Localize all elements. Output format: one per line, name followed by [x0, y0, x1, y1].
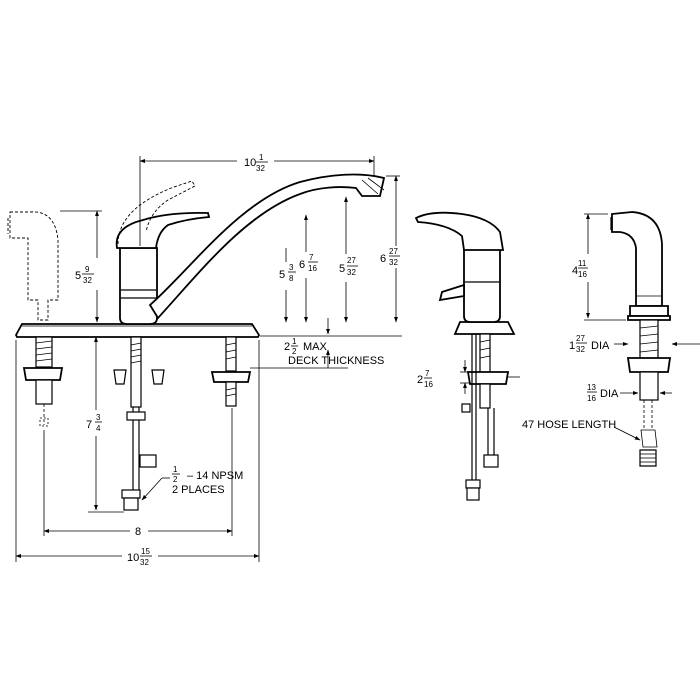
deck-thickness-label: DECK THICKNESS	[288, 355, 384, 367]
body-height-den: 8	[289, 274, 294, 283]
deck-plate	[14, 323, 261, 338]
sprayer-dia-whole: 1	[569, 340, 575, 352]
handle	[115, 211, 211, 249]
spout-height-whole: 6	[380, 253, 386, 265]
handle-height-num: 7	[309, 253, 314, 262]
spacer-nut-left	[113, 369, 127, 385]
sprayer-outline	[9, 211, 59, 321]
body-height-whole: 5	[279, 269, 285, 281]
sprayer-side-height-whole: 4	[572, 265, 578, 277]
spacing-label: 8	[135, 526, 141, 538]
deck-max-den: 2	[292, 347, 297, 356]
side-body	[463, 239, 501, 323]
sprayer-height-den: 32	[83, 276, 92, 285]
spout-clearance-whole: 5	[339, 263, 345, 275]
overall-width-whole: 10	[127, 552, 139, 564]
side-base-num: 7	[425, 369, 430, 378]
side-view: 2 7 16	[414, 211, 520, 501]
npsm-den: 2	[173, 475, 178, 484]
sprayer-dia-den: 32	[576, 345, 585, 354]
sprayer-view: 4 11 16 1 27 32 DIA 13 16 DIA 47 HOSE LE…	[522, 211, 700, 467]
spout	[148, 173, 386, 320]
deck-max-num: 1	[292, 337, 297, 346]
deck-max-label: MAX	[303, 341, 328, 353]
handle-raised-outline	[117, 180, 196, 245]
side-base-whole: 2	[417, 374, 423, 386]
shank-length-whole: 7	[86, 419, 92, 431]
sprayer-dia-suffix: DIA	[591, 340, 610, 352]
spout-height-den: 32	[389, 258, 398, 267]
hose-dia-den: 16	[587, 394, 596, 403]
faucet-body	[119, 247, 158, 325]
sprayer-shank	[22, 336, 64, 427]
left-supply	[121, 336, 157, 511]
front-view	[7, 173, 386, 511]
npsm-places: 2 PLACES	[172, 484, 225, 496]
sprayer-dia-num: 27	[576, 334, 585, 343]
overall-width-den: 32	[140, 558, 149, 567]
top-spread-den: 32	[256, 164, 265, 173]
spacer-nut-right	[151, 369, 165, 385]
side-spout-stub	[438, 283, 465, 302]
spout-clearance-den: 32	[347, 268, 356, 277]
spout-height-num: 27	[389, 247, 398, 256]
right-supply	[210, 336, 252, 407]
shank-length-den: 4	[96, 424, 101, 433]
body-height-num: 3	[289, 263, 294, 272]
npsm-label: – 14 NPSM	[187, 470, 243, 482]
sprayer-side-height-den: 16	[578, 270, 587, 279]
side-handle	[414, 211, 505, 251]
hose-dia-suffix: DIA	[600, 388, 619, 400]
deck-max-whole: 2	[284, 341, 290, 353]
top-spread-num: 1	[259, 153, 264, 162]
top-spread-whole: 10	[244, 157, 256, 169]
side-deck-plate	[453, 321, 516, 335]
front-dimensions: 10 1 32 5 9 32 5 3 8 6 7 16 5 27 32	[15, 153, 402, 567]
shank-length-num: 3	[96, 413, 101, 422]
sprayer-head	[611, 211, 663, 307]
sprayer-height-num: 9	[85, 265, 90, 274]
hose-length-label: 47 HOSE LENGTH	[522, 419, 616, 431]
sprayer-side-height-num: 11	[578, 259, 587, 268]
overall-width-num: 15	[141, 547, 150, 556]
side-base-den: 16	[424, 380, 433, 389]
hose-dia-num: 13	[587, 383, 596, 392]
npsm-num: 1	[173, 465, 178, 474]
handle-height-whole: 6	[299, 259, 305, 271]
handle-height-den: 16	[308, 264, 317, 273]
sprayer-height-whole: 5	[75, 270, 81, 282]
spout-clearance-num: 27	[347, 256, 356, 265]
